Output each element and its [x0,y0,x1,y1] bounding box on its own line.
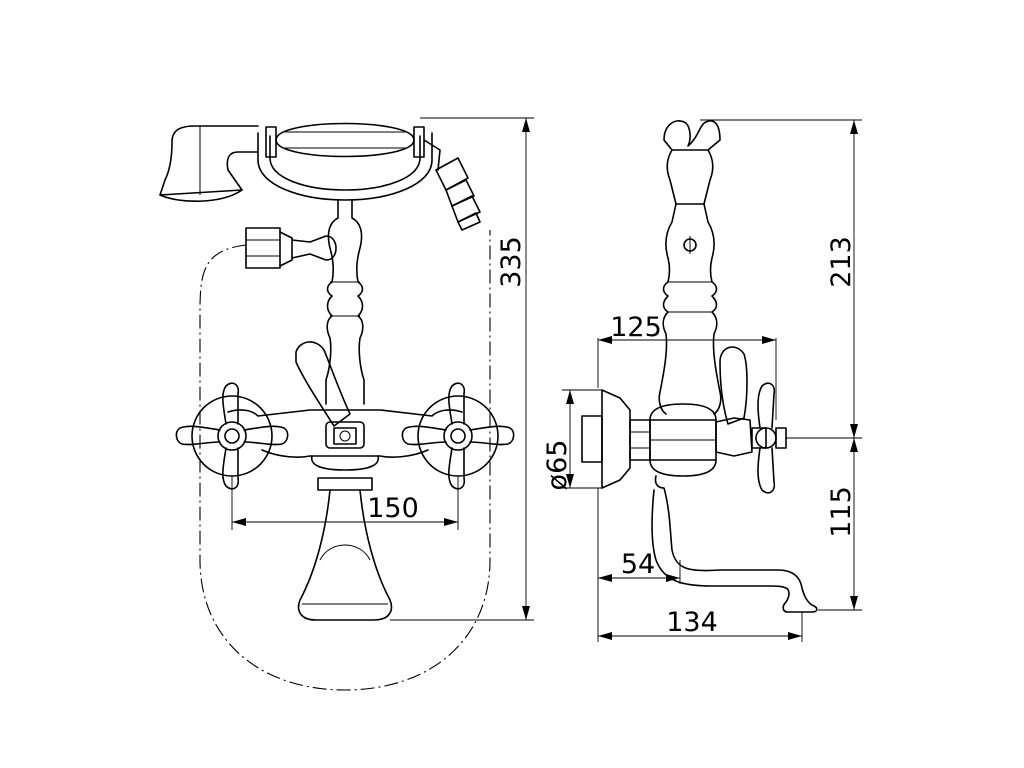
wall-flange [581,389,651,489]
dimension-spout-offset: 54 [597,488,681,642]
dimension-label-d65: ø65 [542,440,573,491]
cross-handle-right [401,382,515,490]
dimension-label-150: 150 [367,493,419,524]
dimension-handle-depth: 125 [597,312,777,420]
side-lever [719,346,748,425]
dimension-label-54: 54 [621,549,655,580]
shower-head [159,125,259,202]
dimension-label-125: 125 [610,312,662,343]
dimension-spout-reach: 134 [598,607,803,642]
dimension-label-134: 134 [666,607,718,638]
front-view: 150 335 [159,117,534,691]
vertical-stem [325,199,365,405]
side-valve-handle [715,382,787,494]
cross-handle-left [175,382,289,490]
dimension-lower-height: 115 [818,438,862,611]
side-hook [663,120,721,205]
dimension-upper-height: 213 [700,119,862,439]
dimension-label-213: 213 [826,236,857,288]
dimension-total-height: 335 [390,117,534,621]
dimension-label-115: 115 [826,486,857,538]
base-foot [297,477,393,621]
side-body [649,403,717,477]
dimension-label-335: 335 [496,236,527,288]
handset-cradle [257,122,433,201]
dimension-handle-spacing: 150 [231,476,459,530]
side-spout [651,475,818,613]
handset-arm-nut [245,227,337,269]
diverter-lever [295,341,351,427]
hose-outline [199,230,491,691]
dimension-flange-diameter: ø65 [542,389,602,491]
side-view: 213 115 125 ø65 [542,119,862,642]
hose-connector-top [423,139,481,231]
side-stem [658,203,722,415]
